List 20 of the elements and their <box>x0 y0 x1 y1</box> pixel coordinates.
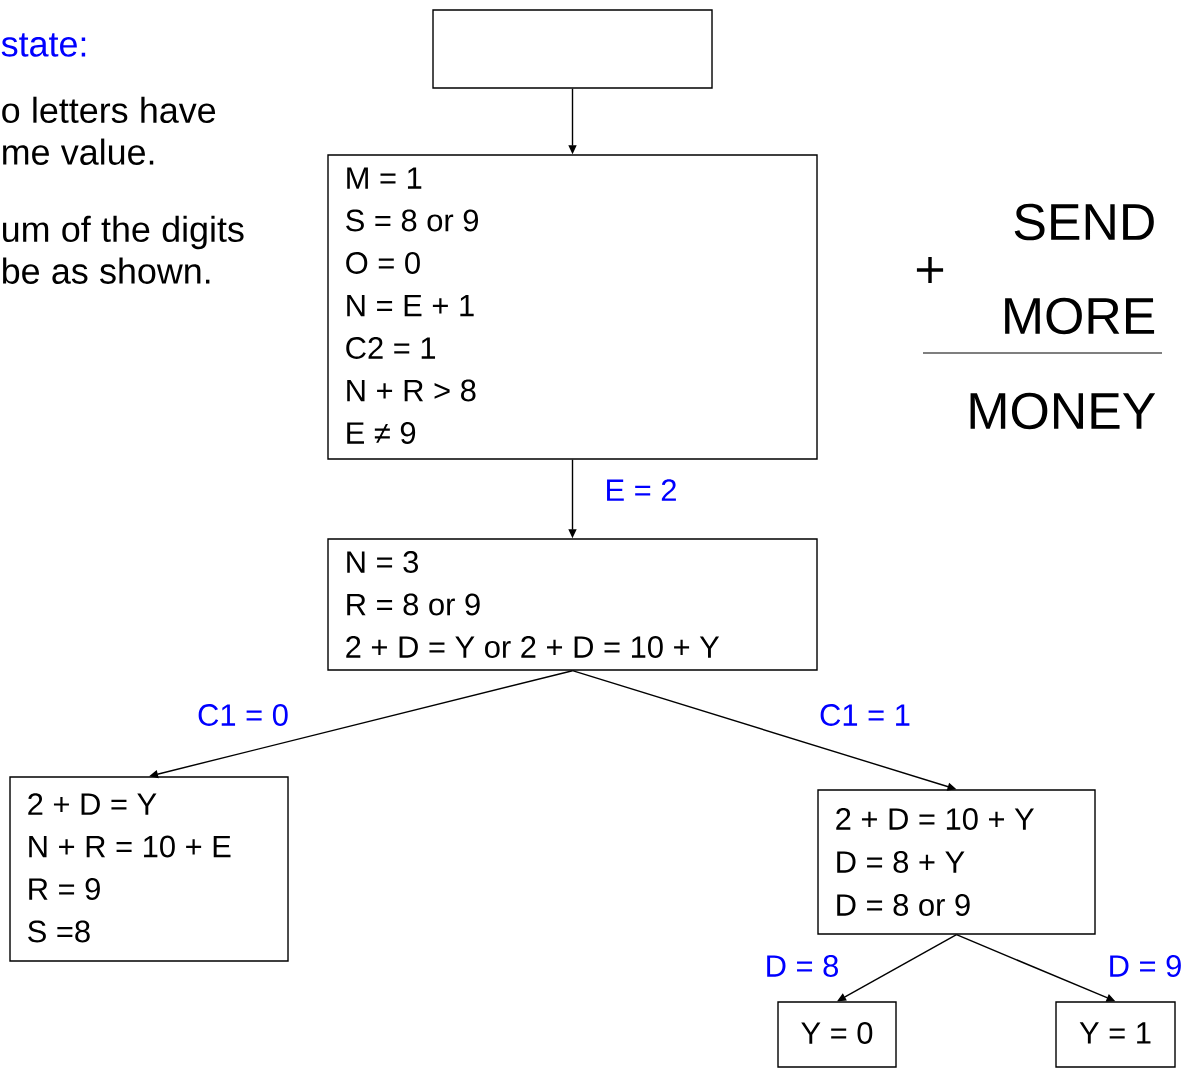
process-box: Y = 1 <box>1055 1001 1176 1068</box>
arrow <box>837 934 958 1002</box>
plus-sign: + <box>916 256 944 284</box>
edge-label: C1 = 0 <box>196 703 290 727</box>
process-box: M = 1 S = 8 or 9 O = 0 N = E + 1 C2 = 1 N + R > 8 E ≠ 9 <box>327 154 818 460</box>
edge-label: E = 2 <box>603 478 679 502</box>
edge-label: D = 9 <box>1106 954 1184 978</box>
word-sum-term: MORE <box>1005 297 1155 335</box>
edge-label: C1 = 1 <box>818 703 912 727</box>
process-box: 2 + D = Y N + R = 10 + E R = 9 S =8 <box>9 776 289 962</box>
note-text: o letters have me value. <box>2 96 216 165</box>
process-box: Y = 0 <box>777 1001 897 1068</box>
word-sum-result: MONEY <box>970 392 1156 430</box>
process-box: N = 3 R = 8 or 9 2 + D = Y or 2 + D = 10 + Y <box>327 538 818 671</box>
heading: state: <box>1 33 86 57</box>
word-sum-term: SEND <box>1014 203 1154 241</box>
edge-label: D = 8 <box>763 954 841 978</box>
process-box <box>432 9 713 89</box>
process-box: 2 + D = 10 + Y D = 8 + Y D = 8 or 9 <box>817 789 1096 935</box>
note-text: um of the digits be as shown. <box>3 215 244 284</box>
